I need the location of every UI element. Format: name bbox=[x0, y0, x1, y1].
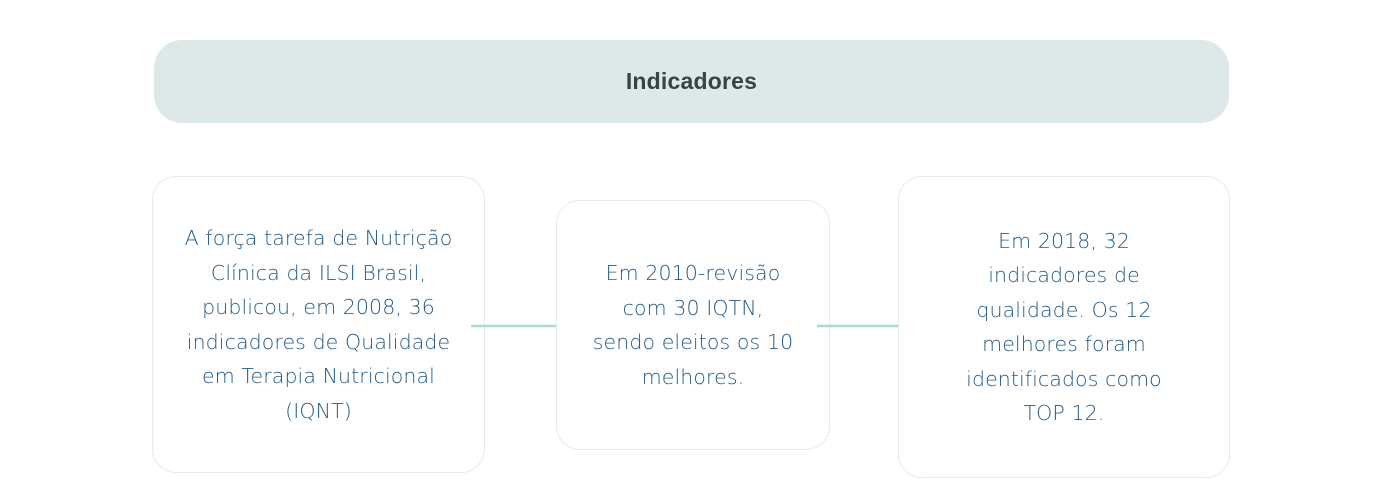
header-banner: Indicadores bbox=[154, 40, 1229, 123]
flow-card-1: A força tarefa de Nutrição Clínica da IL… bbox=[152, 176, 485, 473]
flow-card-2: Em 2010-revisão com 30 IQTN, sendo eleit… bbox=[556, 200, 830, 450]
page-title: Indicadores bbox=[625, 68, 758, 94]
flow-card-1-text: A força tarefa de Nutrição Clínica da IL… bbox=[184, 226, 453, 423]
flow-card-3: Em 2018, 32 indicadores de qualidade. Os… bbox=[898, 176, 1230, 478]
flow-card-2-text: Em 2010-revisão com 30 IQTN, sendo eleit… bbox=[592, 261, 794, 389]
flow-card-3-text: Em 2018, 32 indicadores de qualidade. Os… bbox=[966, 228, 1162, 426]
